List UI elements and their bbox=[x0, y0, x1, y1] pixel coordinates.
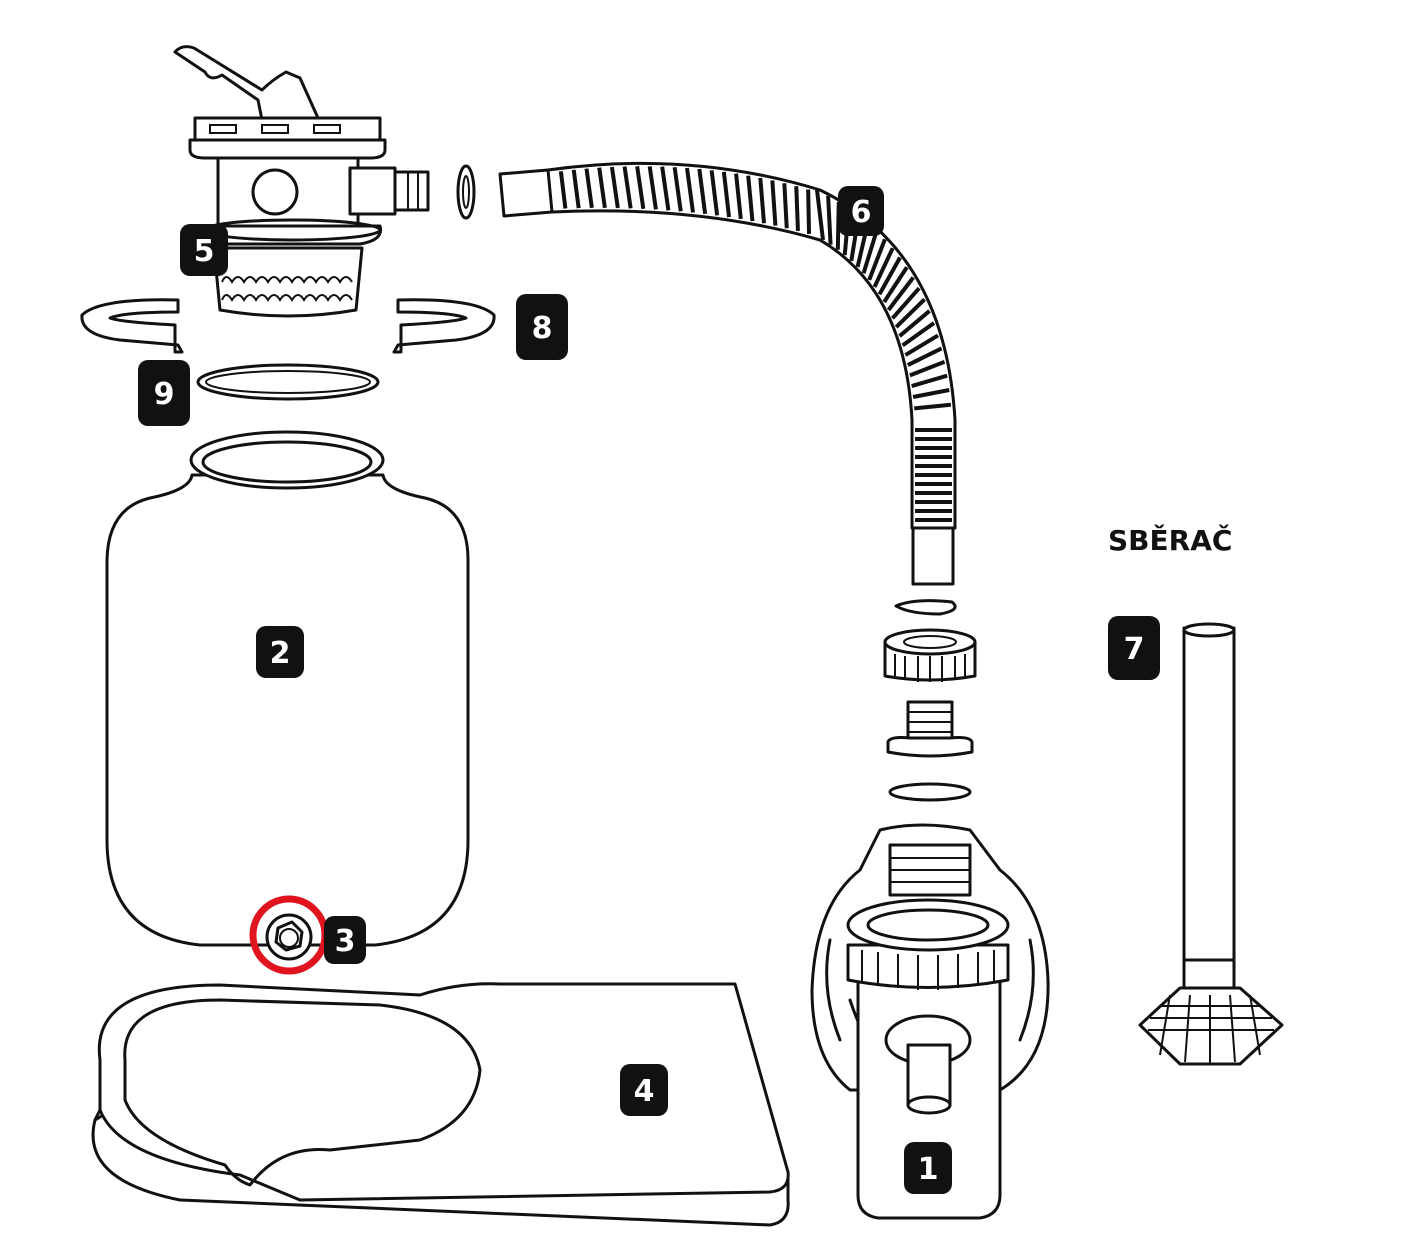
svg-text:9: 9 bbox=[154, 377, 175, 412]
svg-text:3: 3 bbox=[335, 924, 356, 959]
callout-valve: 5 bbox=[180, 224, 228, 276]
hose-rib bbox=[558, 171, 568, 209]
callout-tank: 2 bbox=[256, 626, 304, 678]
hose-rib bbox=[815, 189, 825, 241]
callout-pump: 1 bbox=[904, 1142, 952, 1194]
connection-hose[interactable] bbox=[498, 161, 957, 586]
multiport-valve[interactable] bbox=[173, 45, 430, 318]
svg-text:8: 8 bbox=[532, 311, 553, 346]
hose-rib bbox=[826, 195, 833, 245]
svg-text:2: 2 bbox=[270, 636, 291, 671]
hose-rib bbox=[806, 189, 812, 234]
tank-o-ring bbox=[196, 363, 380, 401]
drain-plug[interactable] bbox=[265, 913, 313, 961]
svg-text:4: 4 bbox=[634, 1074, 655, 1109]
hose-rib bbox=[571, 169, 581, 209]
hose-rib bbox=[597, 167, 607, 209]
hose-rib bbox=[906, 346, 943, 367]
hose-rib bbox=[894, 297, 926, 329]
hose-rib bbox=[709, 170, 720, 216]
callout-base: 4 bbox=[620, 1064, 668, 1116]
hose-rib bbox=[758, 177, 767, 224]
filter-tank bbox=[105, 430, 470, 947]
hose-rib bbox=[794, 186, 800, 232]
hose-rib bbox=[914, 402, 952, 411]
hose-rib bbox=[898, 309, 931, 338]
hose-rib bbox=[882, 266, 909, 304]
hose-rib bbox=[672, 166, 683, 212]
hose-rib bbox=[609, 166, 620, 209]
hose-gasket-top bbox=[456, 164, 476, 220]
hose-rib bbox=[635, 166, 646, 210]
hose-rib bbox=[877, 256, 902, 296]
base-plate bbox=[91, 982, 790, 1227]
svg-text:5: 5 bbox=[194, 234, 215, 269]
hose-rib bbox=[901, 321, 936, 347]
tank-clamp-left bbox=[80, 298, 184, 354]
hose-rib bbox=[886, 276, 915, 312]
hose-rib bbox=[861, 230, 879, 274]
callout-hose: 6 bbox=[838, 186, 884, 236]
svg-text:1: 1 bbox=[918, 1152, 939, 1187]
filter-pump[interactable] bbox=[810, 823, 1050, 1220]
hose-rib bbox=[584, 168, 594, 209]
hose-rib bbox=[904, 333, 940, 357]
hose-rib bbox=[721, 171, 732, 218]
hose-rib bbox=[911, 373, 948, 388]
hose-rib bbox=[891, 286, 921, 320]
hose-rib bbox=[746, 175, 755, 222]
callout-drain: 3 bbox=[324, 916, 366, 964]
hose-rib bbox=[909, 359, 946, 378]
hose-rib bbox=[734, 173, 743, 220]
skimmer-heading: SBĚRAČ bbox=[1108, 523, 1232, 557]
hose-rib bbox=[697, 168, 708, 215]
hose-rib bbox=[685, 167, 695, 213]
hose-rib bbox=[660, 166, 671, 211]
hose-rib bbox=[912, 388, 950, 399]
svg-text:7: 7 bbox=[1124, 632, 1145, 667]
tank-clamp-right bbox=[392, 298, 496, 354]
hose-rib bbox=[622, 166, 633, 209]
callout-skimmer: 7 bbox=[1108, 616, 1160, 680]
callout-clamp: 8 bbox=[516, 294, 568, 360]
callout-oring: 9 bbox=[138, 360, 190, 426]
hose-rib bbox=[647, 166, 658, 210]
hose-rib bbox=[872, 247, 895, 288]
pump-fittings bbox=[883, 599, 977, 802]
hose-rib bbox=[770, 180, 778, 226]
skimmer[interactable] bbox=[1138, 622, 1284, 1066]
hose-rib bbox=[867, 238, 887, 281]
svg-text:6: 6 bbox=[851, 195, 872, 230]
hose-rib bbox=[782, 183, 789, 229]
